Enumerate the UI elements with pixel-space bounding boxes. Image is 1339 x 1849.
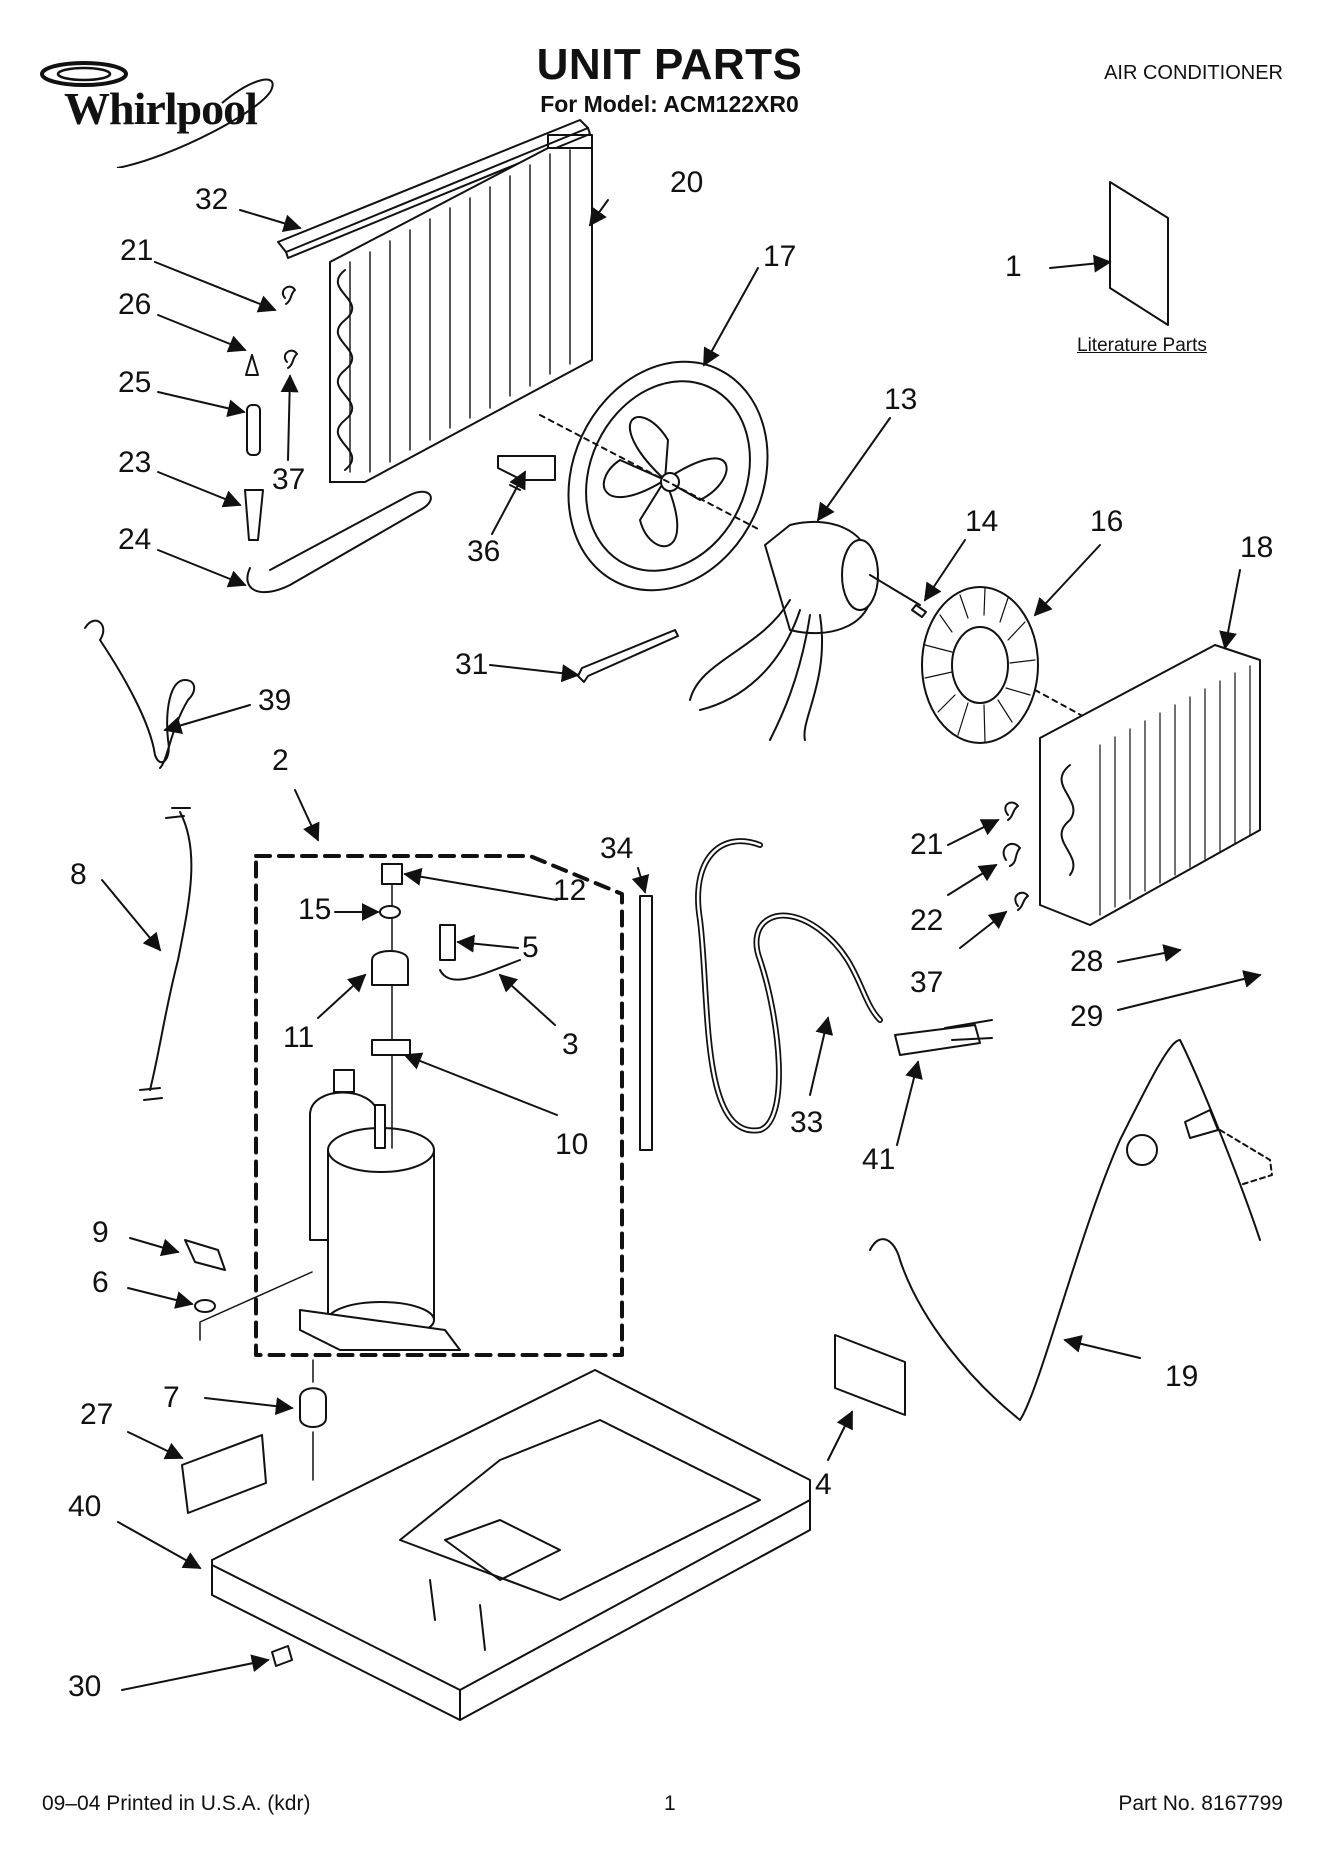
pad-4-part [834,1334,906,1416]
callout-32: 32 [195,183,229,216]
callout-21: 21 [120,234,154,267]
block-36-part [497,455,556,481]
clip-22-part [1002,842,1021,867]
nut-12-part [381,863,403,885]
callout-1: 1 [1005,250,1022,283]
callout-13: 13 [884,383,918,416]
page-number: 1 [664,1792,676,1815]
product-category: AIR CONDITIONER [1104,62,1283,84]
callout-25: 25 [118,366,152,399]
callout-15: 15 [298,893,332,926]
callout-34: 34 [600,832,634,865]
model-subtitle: For Model: ACM122XR0 [540,91,799,117]
callout-37-right: 37 [910,966,944,999]
literature-parts-label: Literature Parts [1077,335,1207,356]
clip-37-part [283,349,298,369]
callout-29: 29 [1070,1000,1104,1033]
part-number: Part No. 8167799 [1118,1792,1283,1815]
callout-17: 17 [763,240,797,273]
evaporator-coil-part [1039,644,1261,926]
callout-9: 9 [92,1216,109,1249]
callout-36: 36 [467,535,501,568]
callout-16: 16 [1090,505,1124,538]
callout-14: 14 [965,505,999,538]
callout-37: 37 [272,463,306,496]
callout-22: 22 [910,904,944,937]
blower-wheel-part [921,586,1039,744]
fan-motor-part [689,520,921,741]
clip-30-part [271,1645,293,1667]
print-info: 09–04 Printed in U.S.A. (kdr) [42,1792,311,1815]
callout-3: 3 [562,1028,579,1061]
callout-33: 33 [790,1106,824,1139]
tube-33-part [695,838,883,1134]
bracket-39-part [84,619,196,769]
callout-19: 19 [1165,1360,1199,1393]
callout-21-right: 21 [910,828,944,861]
base-pan-part [211,1369,811,1721]
gasket-10-part [371,1039,411,1056]
nut-14-part [911,604,927,618]
clip-9-part [184,1239,226,1271]
callout-28: 28 [1070,945,1104,978]
callout-23: 23 [118,446,152,479]
clip-21b-part [1004,801,1019,821]
grommet-6-part [194,1299,216,1313]
page-title: UNIT PARTS [536,40,803,89]
callout-10: 10 [555,1128,589,1161]
callout-40: 40 [68,1490,102,1523]
wire-3-part [439,959,521,981]
callout-18: 18 [1240,531,1274,564]
callout-27: 27 [80,1398,114,1431]
condenser-coil-part [329,134,593,483]
callout-39: 39 [258,684,292,717]
cable-tie-part [577,629,679,683]
foam-27-part [181,1434,267,1514]
callout-11: 11 [283,1021,315,1054]
callout-30: 30 [68,1670,102,1703]
leader-lines [101,199,1262,1691]
overload-5-part [439,924,456,961]
harness-8-part [149,811,193,1091]
terminal-cover-11-part [371,950,409,986]
literature-booklet-part [1109,181,1169,326]
callout-5: 5 [522,931,539,964]
cap-26-part [245,354,259,376]
tube-34-part [639,895,653,1151]
brand-name: Whirlpool [64,83,258,134]
drain-wire-19-part [869,1039,1261,1421]
grommet-7-part [299,1387,327,1428]
callout-26: 26 [118,288,152,321]
clip-37b-part [1014,891,1029,911]
compressor-part [299,1069,461,1351]
tube-25-part [246,404,261,456]
fitting-23-part [244,489,264,541]
logo-swoosh-icon [40,61,274,168]
callout-7: 7 [163,1381,180,1414]
callout-24: 24 [118,523,152,556]
callout-8: 8 [70,858,87,891]
callout-2: 2 [272,744,289,777]
brand-logo: Whirlpool [22,48,282,168]
callout-31: 31 [455,648,489,681]
fan-shroud-part [567,360,769,592]
screw-29-part [1219,1129,1273,1186]
washer-15-part [379,905,401,919]
foam-strip-part [277,119,591,259]
callout-41: 41 [862,1143,896,1176]
tube-24-part [246,490,432,594]
callout-12: 12 [553,874,587,907]
callout-20: 20 [670,166,704,199]
clip-21-part [281,285,296,305]
callout-4: 4 [815,1468,832,1501]
compressor-assembly-boundary [254,854,624,1357]
callout-6: 6 [92,1266,109,1299]
